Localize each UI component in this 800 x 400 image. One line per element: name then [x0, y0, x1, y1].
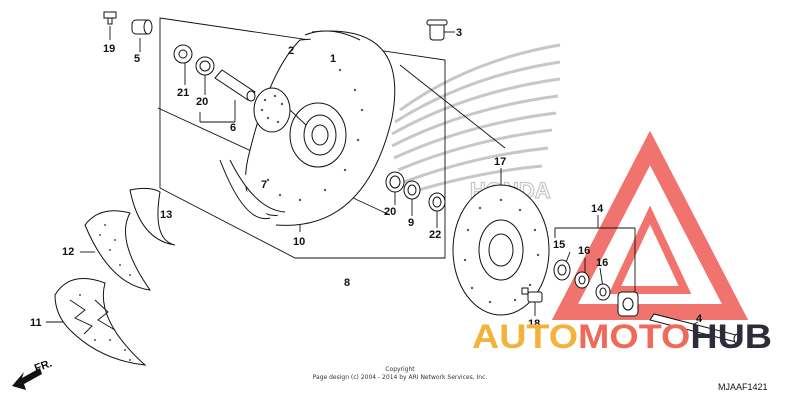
- callout-11: 11: [30, 317, 42, 329]
- front-marker-label: FR.: [33, 357, 54, 374]
- collar-5: [131, 19, 153, 35]
- callout-8: 8: [344, 277, 350, 289]
- callout-15: 15: [553, 239, 565, 251]
- callout-14: 14: [591, 203, 604, 215]
- callout-16a: 16: [578, 245, 590, 257]
- bearing-9: [403, 180, 421, 200]
- callout-16b: 16: [596, 257, 608, 269]
- rim-band-13: [129, 187, 176, 246]
- seal-16b: [595, 283, 611, 301]
- callout-13: 13: [160, 209, 172, 221]
- watermark-logo-icon: [551, 130, 749, 320]
- watermark-auto: AUTO: [472, 318, 578, 356]
- bolt-18: [521, 287, 543, 303]
- tube-12: [84, 210, 152, 291]
- copyright-line2: Page design (c) 2004 - 2014 by ARI Netwo…: [313, 374, 488, 381]
- callout-18: 18: [528, 318, 540, 330]
- callout-2: 2: [288, 45, 294, 57]
- bearing-22: [428, 192, 446, 212]
- rear-wheel: [219, 30, 396, 226]
- seal-16a: [574, 271, 590, 289]
- tire-11: [54, 278, 147, 366]
- adjuster-14: [617, 291, 639, 317]
- collar-15: [553, 259, 571, 281]
- callout-5: 5: [134, 53, 140, 65]
- bearing-21: [173, 44, 193, 64]
- callout-20b: 20: [384, 206, 396, 218]
- callout-9: 9: [408, 217, 414, 229]
- callout-3: 3: [456, 27, 462, 39]
- cap-3: [426, 19, 448, 41]
- callout-4: 4: [696, 313, 703, 325]
- callout-22: 22: [429, 229, 441, 241]
- front-direction-arrow-icon: [12, 368, 42, 390]
- callout-21: 21: [177, 87, 189, 99]
- callout-6: 6: [230, 122, 236, 134]
- callout-12: 12: [62, 246, 74, 258]
- bolt-19: [103, 11, 117, 25]
- copyright-line1: Copyright: [385, 366, 415, 373]
- callout-19: 19: [103, 43, 115, 55]
- callout-17: 17: [494, 156, 506, 168]
- spacer-6: [214, 69, 256, 102]
- callout-10: 10: [293, 236, 305, 248]
- oil-seal-20b: [385, 171, 405, 193]
- oil-seal-20: [195, 56, 215, 76]
- callout-1: 1: [330, 53, 336, 65]
- watermark-moto: MOTO: [578, 318, 690, 356]
- diagram-code: MJAAF1421: [718, 382, 768, 392]
- brake-disc-17: [452, 184, 550, 316]
- watermark-hub: HUB: [690, 318, 772, 356]
- callout-20a: 20: [196, 96, 208, 108]
- honda-wing-logo: HONDA: [391, 43, 561, 204]
- callout-7: 7: [261, 179, 267, 191]
- axle-4: [649, 313, 743, 345]
